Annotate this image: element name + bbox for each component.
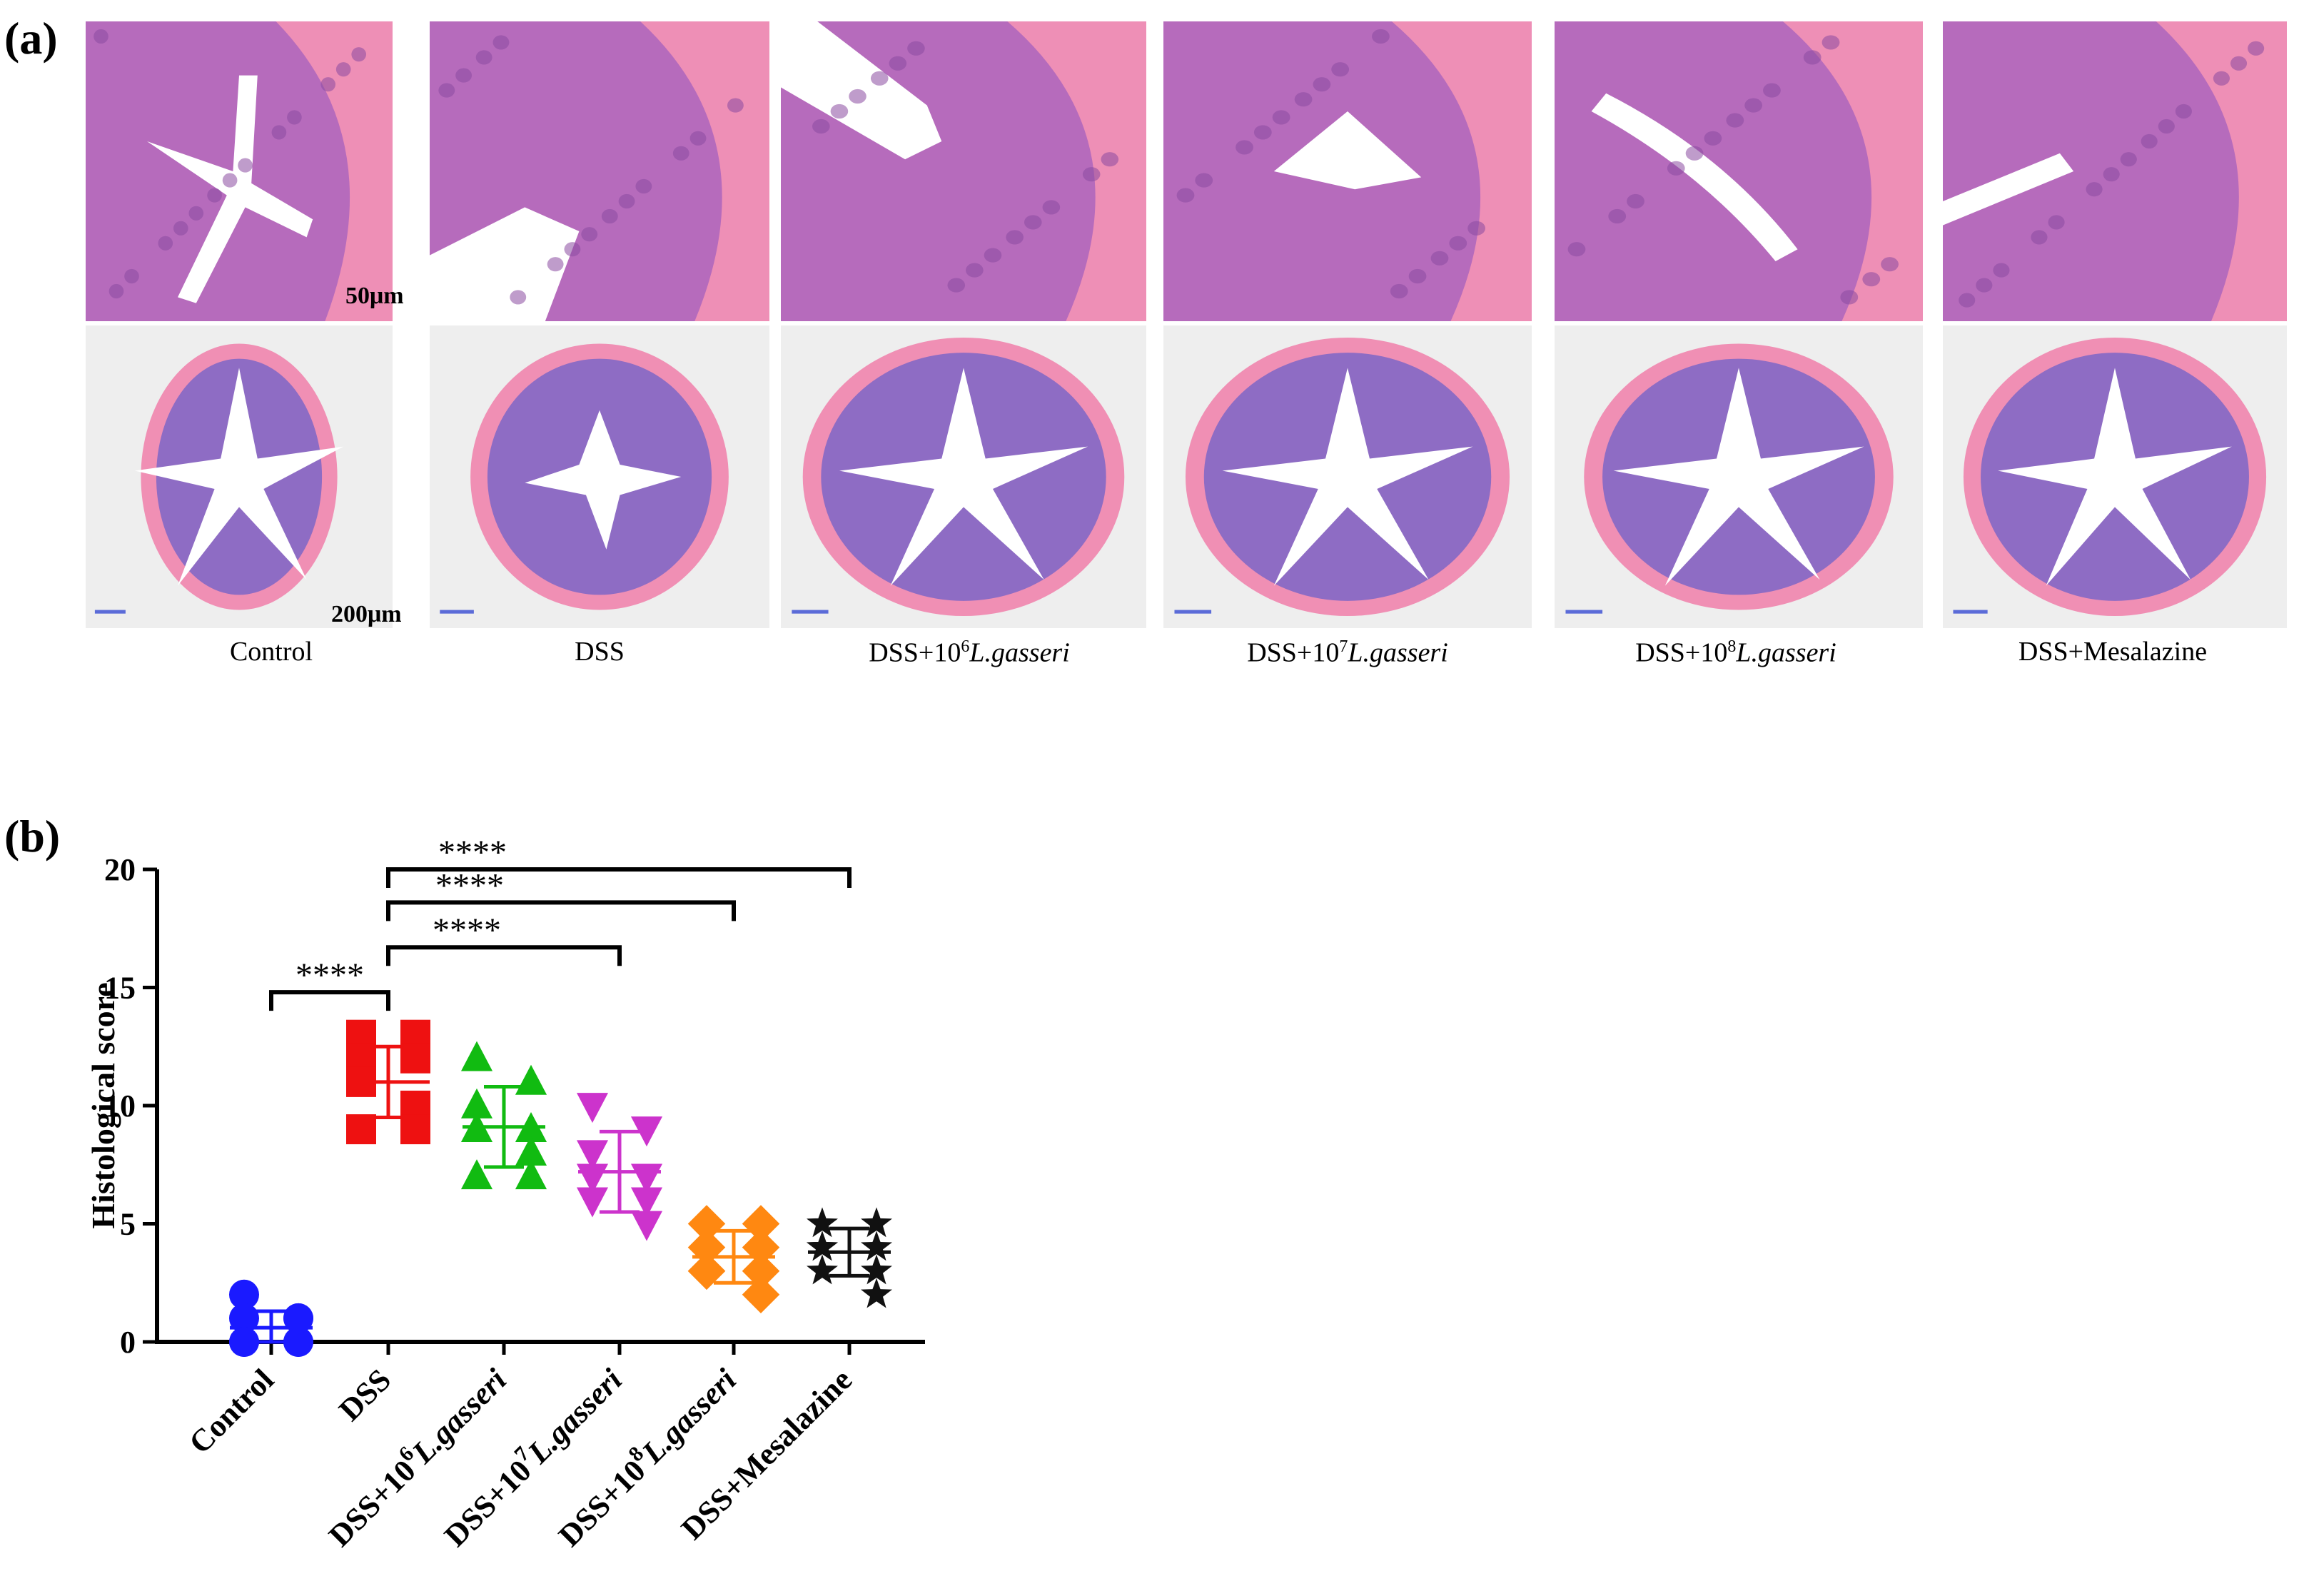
data-point [807,1231,838,1261]
data-point [400,1114,430,1145]
data-point [515,1064,547,1095]
data-point [229,1303,259,1333]
data-point [687,1205,726,1243]
data-point [807,1207,838,1238]
histology-50um-image [86,21,393,321]
data-point [861,1207,892,1238]
data-point [861,1254,892,1285]
histology-group-label: DSS+106L.gasseri [869,637,1070,668]
significance-label: **** [295,956,364,994]
chart-axes: 0 5 10 15 20 [104,852,925,1360]
y-tick-label: 20 [104,852,136,887]
data-point [687,1252,726,1290]
histology-50um-image [1163,21,1532,321]
x-tick-label: DSS [332,1362,398,1428]
histology-200um-image [781,325,1146,628]
data-point [630,1163,663,1194]
histology-200um-image [430,325,769,628]
y-tick-label: 10 [104,1089,136,1123]
data-point [460,1088,493,1118]
data-point [515,1159,547,1190]
histology-group-label: Control [229,637,313,667]
significance-label: **** [435,867,504,904]
data-point [807,1254,838,1285]
data-point [576,1093,609,1123]
histology-200um-image [86,325,393,628]
data-point [229,1327,259,1357]
data-point [742,1276,780,1314]
data-point [861,1231,892,1261]
histology-200um-image [1163,325,1532,628]
data-point [400,1043,430,1074]
significance-label: **** [438,834,507,872]
data-point [861,1278,892,1308]
y-axis-label: Histological score [85,982,121,1228]
data-point [460,1159,493,1190]
data-point [742,1228,780,1266]
histology-200um-image [1943,325,2287,628]
data-point [346,1066,376,1097]
data-point [460,1111,493,1142]
panel-b-label: (b) [4,811,61,862]
histology-group-label: DSS+108L.gasseri [1635,637,1836,668]
significance-bracket [386,867,852,888]
data-point [515,1111,547,1142]
panel-a-label: (a) [4,13,58,64]
y-tick-label: 0 [120,1325,136,1360]
data-point [283,1303,313,1333]
histology-50um-image [781,21,1146,321]
scale-bar-200um-label: 200μm [331,601,402,627]
significance-bracket [269,990,390,1011]
y-tick-label: 15 [104,971,136,1006]
scale-bar-50um-label: 50μm [345,283,404,309]
significance-bracket [386,900,736,921]
significance-bracket [386,945,622,966]
data-point [229,1279,259,1310]
histology-200um-image [1555,325,1923,628]
data-point [630,1187,663,1218]
data-point [515,1136,547,1166]
histology-group-label: DSS+Mesalazine [2018,637,2208,667]
data-point [576,1140,609,1171]
histology-group-label: DSS [575,637,625,667]
y-tick-label: 5 [120,1207,136,1242]
histology-50um-image [1943,21,2287,321]
data-point [742,1252,780,1290]
x-tick-label: Control [182,1362,281,1460]
data-point [576,1163,609,1194]
data-point [576,1187,609,1218]
data-point [630,1116,663,1147]
histology-50um-image [1555,21,1923,321]
data-point [346,1114,376,1145]
data-point [687,1228,726,1266]
data-point [742,1205,780,1243]
significance-label: **** [433,911,501,949]
histology-50um-image [430,21,769,321]
data-point [283,1327,313,1357]
data-point [460,1041,493,1071]
histology-group-label: DSS+107L.gasseri [1247,637,1448,668]
data-point [630,1211,663,1241]
